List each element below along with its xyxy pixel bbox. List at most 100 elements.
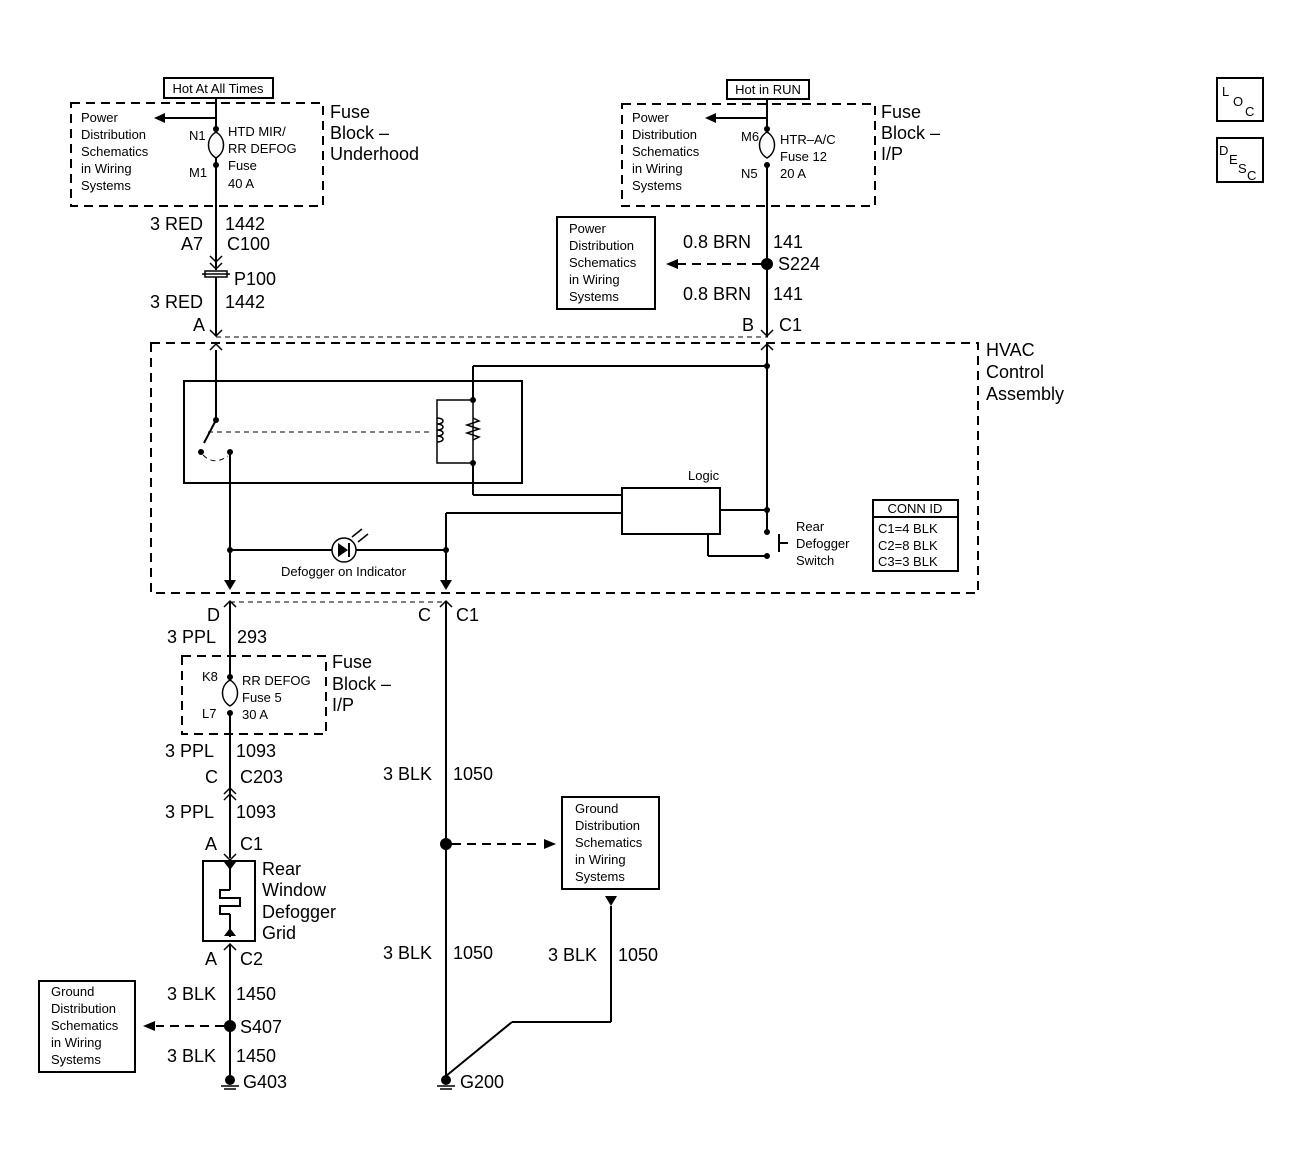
svg-text:in Wiring: in Wiring <box>569 272 620 287</box>
circuit-293-1093: 3 PPL 293 K8 L7 RR DEFOG Fuse 5 30 A Fus… <box>165 601 391 862</box>
svg-text:Schematics: Schematics <box>51 1018 119 1033</box>
svg-text:3 BLK: 3 BLK <box>167 1046 216 1066</box>
svg-text:Defogger: Defogger <box>262 902 336 922</box>
svg-text:Fuse 5: Fuse 5 <box>242 690 282 705</box>
svg-text:Schematics: Schematics <box>81 144 149 159</box>
svg-text:Block –: Block – <box>881 123 940 143</box>
svg-text:Defogger: Defogger <box>796 536 850 551</box>
svg-text:RR DEFOG: RR DEFOG <box>242 673 311 688</box>
svg-text:1050: 1050 <box>453 943 493 963</box>
svg-text:1050: 1050 <box>453 764 493 784</box>
connector-c203-icon <box>223 786 237 795</box>
svg-text:3 PPL: 3 PPL <box>167 627 216 647</box>
svg-text:Fuse: Fuse <box>881 102 921 122</box>
svg-text:Hot At All Times: Hot At All Times <box>172 81 264 96</box>
svg-text:N1: N1 <box>189 128 206 143</box>
svg-text:20 A: 20 A <box>780 166 806 181</box>
ground-ref-box-1050: Ground Distribution Schematics in Wiring… <box>561 796 660 890</box>
power-ref-box-s224: Power Distribution Schematics in Wiring … <box>556 216 656 310</box>
arrow-down-icon <box>605 896 617 906</box>
svg-text:C1=4 BLK: C1=4 BLK <box>878 521 938 536</box>
fuse-block-underhood: Power Distribution Schematics in Wiring … <box>70 98 419 270</box>
svg-text:L7: L7 <box>202 706 216 721</box>
svg-text:293: 293 <box>237 627 267 647</box>
svg-text:Schematics: Schematics <box>575 835 643 850</box>
svg-text:Grid: Grid <box>262 923 296 943</box>
svg-text:RR DEFOG: RR DEFOG <box>228 141 297 156</box>
loc-button[interactable]: L O C <box>1216 77 1264 122</box>
svg-text:HTD MIR/: HTD MIR/ <box>228 124 286 139</box>
svg-text:in Wiring: in Wiring <box>632 161 683 176</box>
svg-text:Fuse: Fuse <box>330 102 370 122</box>
svg-text:Underhood: Underhood <box>330 144 419 164</box>
resistor-icon <box>464 417 482 441</box>
svg-text:Systems: Systems <box>569 289 619 304</box>
svg-text:1450: 1450 <box>236 1046 276 1066</box>
splice-s407 <box>224 1020 236 1032</box>
svg-text:CONN ID: CONN ID <box>888 501 943 516</box>
svg-text:Fuse: Fuse <box>228 158 257 173</box>
svg-text:M1: M1 <box>189 165 207 180</box>
svg-text:I/P: I/P <box>881 144 903 164</box>
svg-text:C2=8 BLK: C2=8 BLK <box>878 538 938 553</box>
arrow-left-icon <box>154 113 165 123</box>
svg-text:C: C <box>1247 168 1256 183</box>
arrow-down-icon <box>224 580 236 590</box>
svg-text:Rear: Rear <box>796 519 825 534</box>
svg-text:3 BLK: 3 BLK <box>167 984 216 1004</box>
svg-text:Control: Control <box>986 362 1044 382</box>
svg-text:Power: Power <box>569 221 607 236</box>
splice-1050 <box>440 838 452 850</box>
svg-text:Systems: Systems <box>575 869 625 884</box>
svg-text:141: 141 <box>773 284 803 304</box>
svg-text:1442: 1442 <box>225 214 265 234</box>
svg-text:S: S <box>1238 161 1247 176</box>
arrow-down-icon <box>440 580 452 590</box>
svg-text:3 BLK: 3 BLK <box>383 764 432 784</box>
svg-text:Distribution: Distribution <box>632 127 697 142</box>
svg-text:Distribution: Distribution <box>51 1001 116 1016</box>
conn-id-table <box>872 499 959 572</box>
svg-text:A: A <box>205 949 217 969</box>
svg-text:G200: G200 <box>460 1072 504 1092</box>
heater-grid-icon <box>219 889 241 915</box>
desc-button[interactable]: D E S C <box>1216 137 1264 183</box>
fuse-icon <box>221 679 239 707</box>
svg-text:HTR–A/C: HTR–A/C <box>780 132 836 147</box>
arrow-right-icon <box>544 839 556 849</box>
svg-text:Block –: Block – <box>332 674 391 694</box>
svg-text:C1: C1 <box>456 605 479 625</box>
svg-text:3 BLK: 3 BLK <box>548 945 597 965</box>
svg-text:1050: 1050 <box>618 945 658 965</box>
power-ref-line1: Power <box>81 110 119 125</box>
svg-text:HVAC: HVAC <box>986 340 1035 360</box>
fuse-icon <box>207 131 225 159</box>
circuit-1050: 3 BLK 1050 3 BLK 1050 3 BLK 1050 G200 <box>383 601 658 1092</box>
relay <box>183 380 523 484</box>
svg-text:A: A <box>193 315 205 335</box>
svg-text:G403: G403 <box>243 1072 287 1092</box>
svg-text:Hot in RUN: Hot in RUN <box>735 82 801 97</box>
fuse-block-ip-top: Power Distribution Schematics in Wiring … <box>621 99 940 207</box>
svg-text:L: L <box>1222 84 1229 99</box>
svg-text:Switch: Switch <box>796 553 834 568</box>
svg-text:in Wiring: in Wiring <box>575 852 626 867</box>
svg-text:Distribution: Distribution <box>575 818 640 833</box>
svg-text:Power: Power <box>632 110 670 125</box>
svg-text:in Wiring: in Wiring <box>51 1035 102 1050</box>
svg-text:40 A: 40 A <box>228 176 254 191</box>
ground-g403-icon <box>225 1075 235 1085</box>
svg-text:Window: Window <box>262 880 327 900</box>
svg-text:S407: S407 <box>240 1017 282 1037</box>
svg-text:in Wiring: in Wiring <box>81 161 132 176</box>
svg-text:3 RED: 3 RED <box>150 292 203 312</box>
arrow-left-icon <box>666 259 678 269</box>
svg-text:Logic: Logic <box>688 468 720 483</box>
svg-text:Systems: Systems <box>81 178 131 193</box>
svg-text:C100: C100 <box>227 234 270 254</box>
svg-text:A7: A7 <box>181 234 203 254</box>
svg-text:M6: M6 <box>741 129 759 144</box>
svg-text:C1: C1 <box>240 834 263 854</box>
svg-text:D: D <box>207 605 220 625</box>
svg-text:Distribution: Distribution <box>569 238 634 253</box>
